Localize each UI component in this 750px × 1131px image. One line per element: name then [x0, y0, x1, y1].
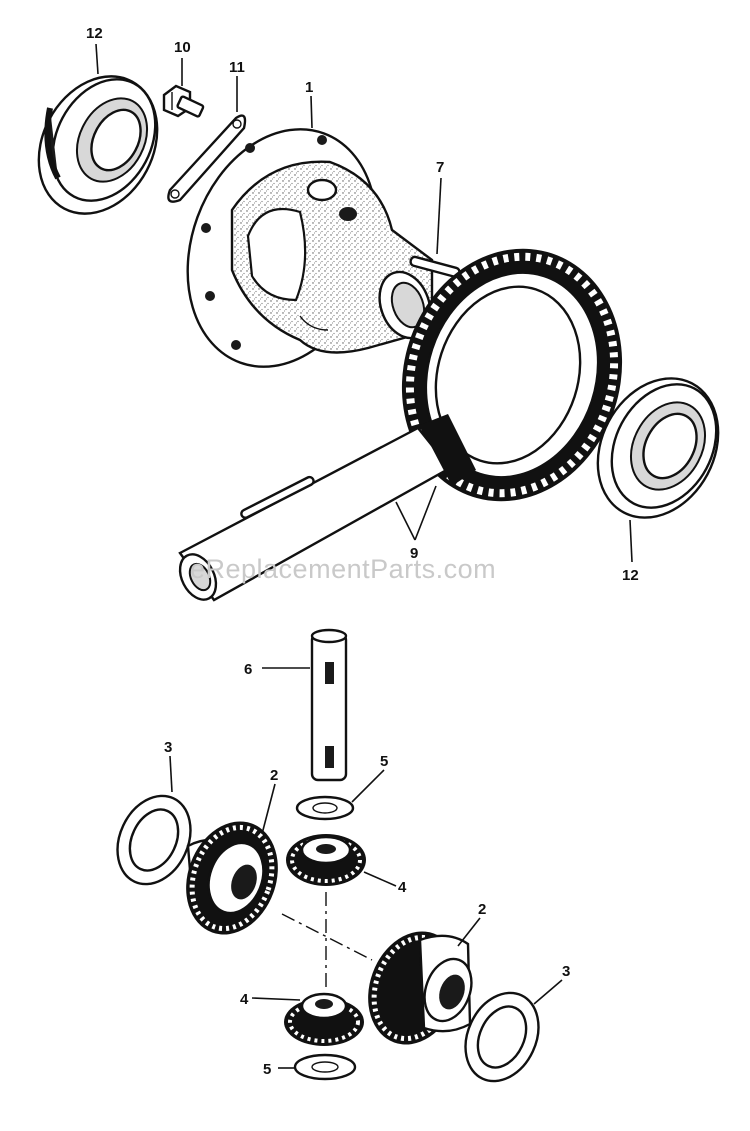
callout-10: 10: [174, 39, 191, 56]
pinion-gear-upper: [286, 834, 366, 886]
side-washer-left: [116, 794, 192, 886]
callout-7: 7: [436, 159, 444, 176]
callout-5-lower: 5: [263, 1061, 271, 1078]
callout-11: 11: [229, 59, 245, 76]
callout-2-left: 2: [270, 767, 278, 784]
leader-lines: [95, 43, 633, 1069]
callout-3-left: 3: [164, 739, 172, 756]
callout-labels: 12 10 11 1 7 9 12 6 5 3 2 4 2 3 4 5: [86, 25, 639, 1078]
callout-1: 1: [305, 79, 313, 96]
callout-6: 6: [244, 661, 252, 678]
callout-9: 9: [410, 545, 418, 562]
cross-shaft: [310, 628, 348, 782]
callout-4-upper: 4: [398, 879, 407, 896]
callout-12-upper: 12: [86, 25, 103, 42]
bolt: [162, 84, 205, 118]
side-gear-left: [186, 821, 278, 935]
side-washer-right: [464, 991, 540, 1083]
watermark: eReplacementParts.com: [190, 554, 496, 584]
bearing-upper-left: [37, 75, 159, 215]
side-gear-right: [368, 931, 473, 1045]
callout-5-upper: 5: [380, 753, 388, 770]
callout-2-right: 2: [478, 901, 486, 918]
callout-4-lower: 4: [240, 991, 249, 1008]
pinion-gear-lower: [284, 992, 364, 1046]
thrust-washer-lower: [293, 1053, 357, 1081]
lock-plate: [167, 114, 247, 203]
bearing-right: [596, 377, 720, 519]
callout-3-right: 3: [562, 963, 570, 980]
thrust-washer-upper: [295, 795, 355, 821]
ring-gear-and-pinion: [178, 248, 623, 602]
callout-12-right: 12: [622, 567, 639, 584]
differential-case: [186, 128, 434, 368]
